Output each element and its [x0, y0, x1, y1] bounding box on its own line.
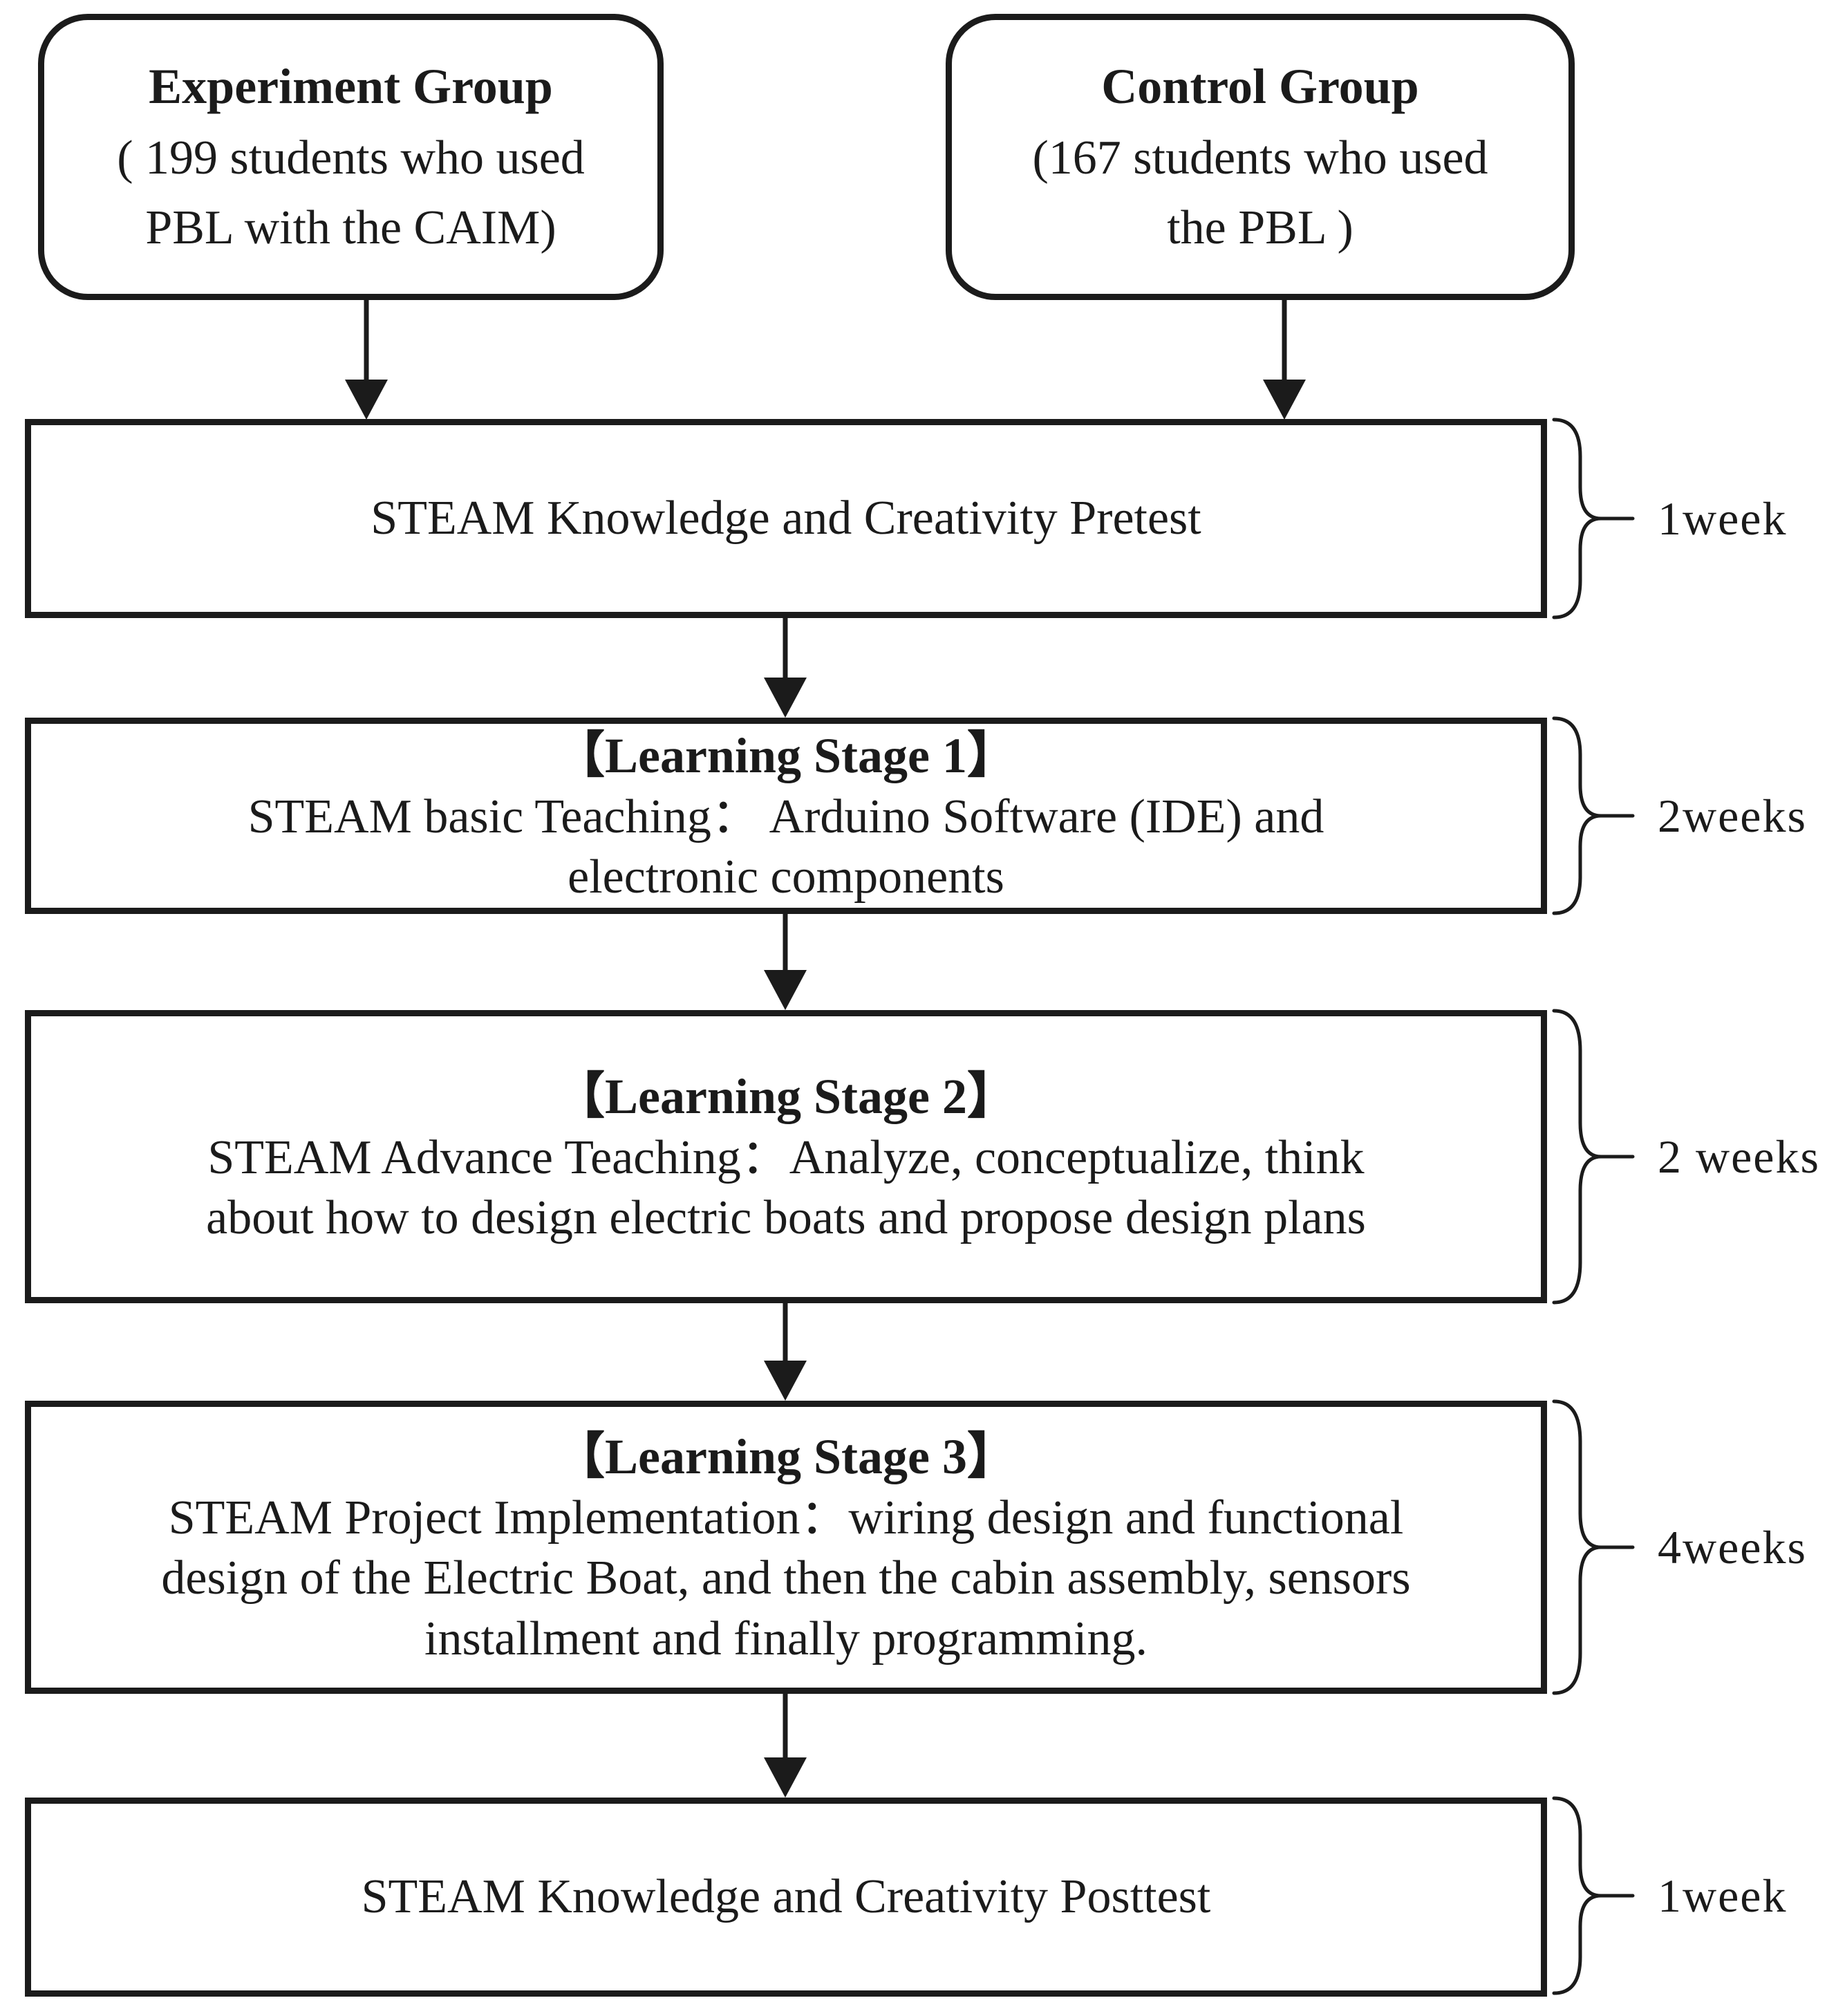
experiment-group-title: Experiment Group — [149, 59, 553, 115]
learning-stage1-heading: 【Learning Stage 1】 — [554, 727, 1017, 783]
curly-brace-icon — [1552, 1796, 1635, 1995]
arrow-stem — [1282, 299, 1287, 381]
experiment-group-box: Experiment Group ( 199 students who used… — [38, 14, 664, 300]
arrow-head — [764, 678, 807, 718]
learning-stage1-box: 【Learning Stage 1】 STEAM basic Teaching：… — [25, 718, 1547, 914]
curly-brace-icon — [1552, 716, 1635, 915]
arrow-down-icon — [761, 914, 809, 1010]
control-group-subtitle: (167 students who used the PBL ) — [1032, 131, 1488, 255]
curly-brace-icon — [1552, 1399, 1635, 1695]
pretest-label: STEAM Knowledge and Creativity Pretest — [371, 492, 1201, 545]
arrow-stem — [783, 1303, 788, 1362]
arrow-down-icon — [342, 299, 391, 420]
learning-stage3-box: 【Learning Stage 3】 STEAM Project Impleme… — [25, 1401, 1547, 1694]
learning-stage2-box: 【Learning Stage 2】 STEAM Advance Teachin… — [25, 1010, 1547, 1303]
learning-stage3-heading: 【Learning Stage 3】 — [554, 1428, 1017, 1484]
duration-label-stage2: 2 weeks — [1658, 1130, 1820, 1183]
learning-stage1-body: STEAM basic Teaching： Arduino Software (… — [247, 790, 1324, 904]
arrow-head — [345, 380, 388, 420]
duration-label-stage1: 2weeks — [1658, 789, 1807, 842]
control-group-box: Control Group (167 students who used the… — [946, 14, 1575, 300]
arrow-head — [1263, 380, 1306, 420]
experiment-group-subtitle: ( 199 students who used PBL with the CAI… — [117, 131, 585, 255]
arrow-down-icon — [761, 618, 809, 718]
arrow-down-icon — [761, 1303, 809, 1401]
arrow-stem — [783, 618, 788, 679]
duration-label-posttest: 1week — [1658, 1869, 1788, 1922]
arrow-stem — [364, 299, 369, 381]
learning-stage2-heading: 【Learning Stage 2】 — [554, 1068, 1017, 1124]
arrow-down-icon — [1260, 299, 1309, 420]
duration-label-pretest: 1week — [1658, 492, 1788, 545]
arrow-head — [764, 970, 807, 1010]
posttest-box: STEAM Knowledge and Creativity Posttest — [25, 1798, 1547, 1997]
arrow-stem — [783, 1694, 788, 1759]
arrow-down-icon — [761, 1694, 809, 1798]
control-group-title: Control Group — [1101, 59, 1419, 115]
curly-brace-icon — [1552, 1009, 1635, 1305]
pretest-box: STEAM Knowledge and Creativity Pretest — [25, 419, 1547, 618]
posttest-label: STEAM Knowledge and Creativity Posttest — [361, 1870, 1211, 1924]
arrow-head — [764, 1361, 807, 1401]
learning-stage3-body: STEAM Project Implementation：wiring desi… — [161, 1491, 1411, 1665]
learning-stage2-body: STEAM Advance Teaching：Analyze, conceptu… — [206, 1130, 1366, 1245]
duration-label-stage3: 4weeks — [1658, 1520, 1807, 1574]
arrow-stem — [783, 914, 788, 971]
curly-brace-icon — [1552, 418, 1635, 619]
arrow-head — [764, 1757, 807, 1798]
